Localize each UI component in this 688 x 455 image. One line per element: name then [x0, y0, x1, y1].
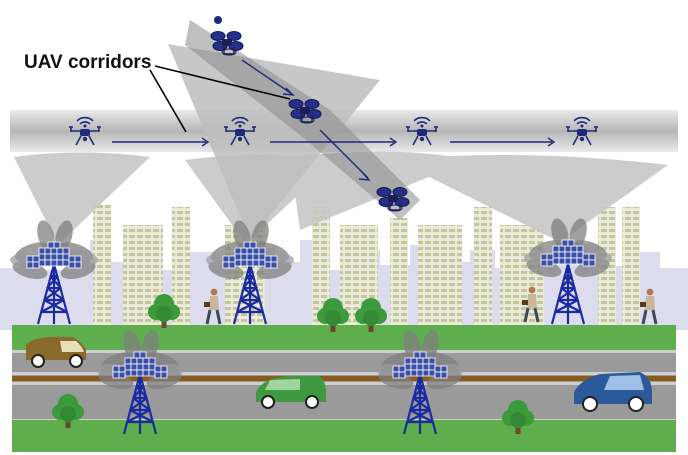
small-drone-icon — [214, 16, 222, 24]
cars — [26, 337, 652, 412]
uav-corridors-label: UAV corridors — [24, 52, 152, 73]
label-callout — [149, 65, 291, 133]
car-blue-icon — [574, 372, 652, 412]
ground — [12, 325, 676, 452]
car-brown-icon — [26, 337, 86, 368]
flight-paths — [112, 59, 556, 181]
car-green-icon — [256, 376, 326, 409]
diagonal-uavs — [210, 16, 410, 212]
